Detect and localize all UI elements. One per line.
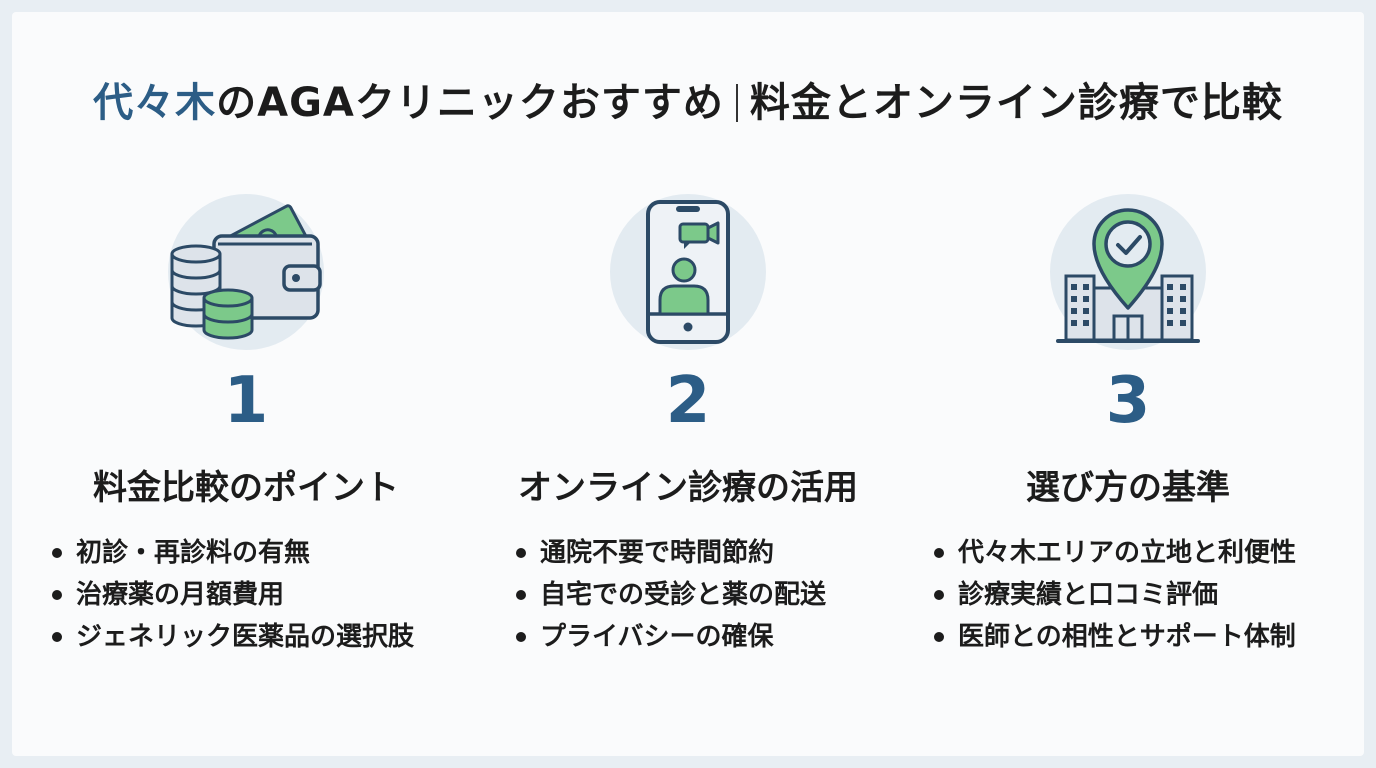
list-item: 通院不要で時間節約 [512, 532, 826, 574]
page-title: 代々木のAGAクリニックおすすめ料金とオンライン診療で比較 [0, 70, 1376, 128]
clinic-location-pin-icon [1048, 192, 1208, 352]
title-highlight: 代々木 [93, 80, 217, 126]
list-item: 初診・再診料の有無 [48, 532, 414, 574]
bullet-list: 通院不要で時間節約 自宅での受診と薬の配送 プライバシーの確保 [512, 532, 826, 658]
section-pricing: 1 料金比較のポイント 初診・再診料の有無 治療薬の月額費用 ジェネリック医薬品… [26, 0, 466, 768]
infographic-card [12, 12, 1364, 756]
list-item: 診療実績と口コミ評価 [930, 574, 1296, 616]
title-part1: のAGAクリニックおすすめ [216, 80, 724, 126]
section-heading: 料金比較のポイント [93, 468, 399, 508]
section-number: 2 [665, 364, 711, 438]
smartphone-video-call-icon [608, 192, 768, 352]
section-number: 1 [223, 364, 269, 438]
list-item: 自宅での受診と薬の配送 [512, 574, 826, 616]
list-item: 医師との相性とサポート体制 [930, 616, 1296, 658]
list-item: 代々木エリアの立地と利便性 [930, 532, 1296, 574]
section-heading: オンライン診療の活用 [518, 468, 858, 508]
list-item: プライバシーの確保 [512, 616, 826, 658]
bullet-list: 代々木エリアの立地と利便性 診療実績と口コミ評価 医師との相性とサポート体制 [930, 532, 1296, 658]
list-item: 治療薬の月額費用 [48, 574, 414, 616]
section-number: 3 [1105, 364, 1151, 438]
title-part2: 料金とオンライン診療で比較 [749, 80, 1283, 126]
section-online: 2 オンライン診療の活用 通院不要で時間節約 自宅での受診と薬の配送 プライバシ… [468, 0, 908, 768]
section-heading: 選び方の基準 [1026, 468, 1230, 508]
section-criteria: 3 選び方の基準 代々木エリアの立地と利便性 診療実績と口コミ評価 医師との相性… [908, 0, 1348, 768]
list-item: ジェネリック医薬品の選択肢 [48, 616, 414, 658]
bullet-list: 初診・再診料の有無 治療薬の月額費用 ジェネリック医薬品の選択肢 [48, 532, 414, 658]
wallet-coins-icon [166, 192, 326, 352]
title-divider [735, 84, 738, 122]
